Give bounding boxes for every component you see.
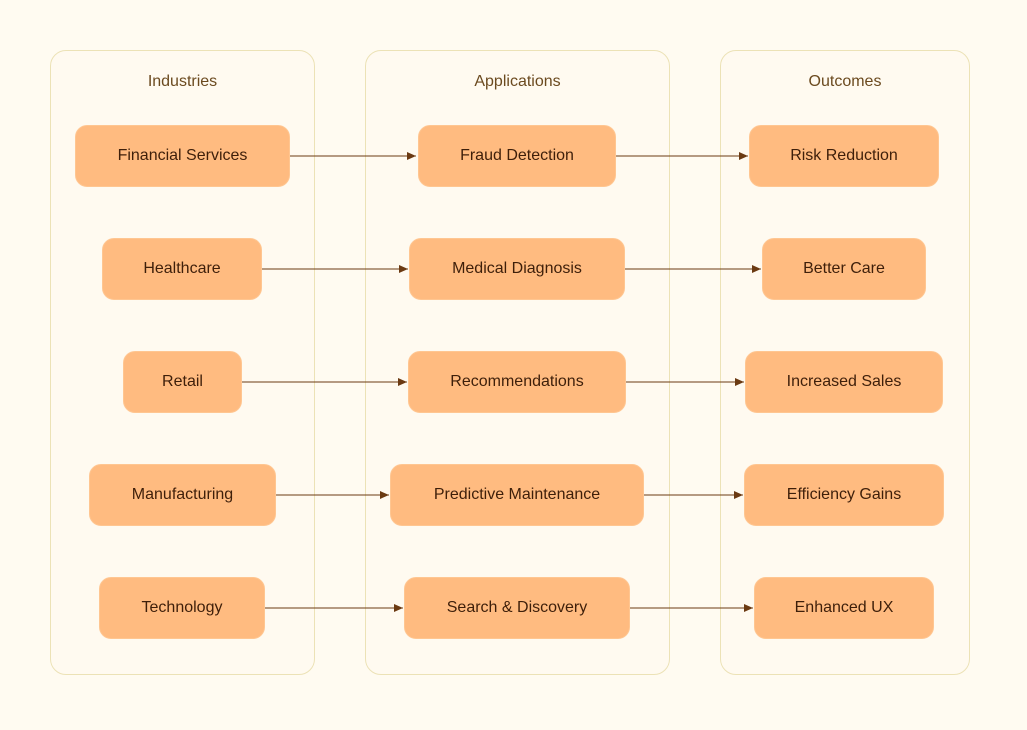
group-title-applications: Applications (474, 73, 561, 90)
group-title-outcomes: Outcomes (808, 73, 882, 90)
node-enhanced-ux: Enhanced UX (754, 577, 934, 639)
node-healthcare: Healthcare (102, 238, 262, 300)
node-financial-services: Financial Services (75, 125, 290, 187)
node-better-care: Better Care (762, 238, 926, 300)
node-medical-diagnosis: Medical Diagnosis (409, 238, 625, 300)
node-retail: Retail (123, 351, 242, 413)
node-manufacturing: Manufacturing (89, 464, 276, 526)
node-predictive-maintenance: Predictive Maintenance (390, 464, 644, 526)
node-increased-sales: Increased Sales (745, 351, 943, 413)
node-risk-reduction: Risk Reduction (749, 125, 939, 187)
node-recommendations: Recommendations (408, 351, 626, 413)
node-efficiency-gains: Efficiency Gains (744, 464, 944, 526)
node-technology: Technology (99, 577, 265, 639)
node-fraud-detection: Fraud Detection (418, 125, 616, 187)
node-search-discovery: Search & Discovery (404, 577, 630, 639)
group-title-industries: Industries (147, 73, 218, 90)
